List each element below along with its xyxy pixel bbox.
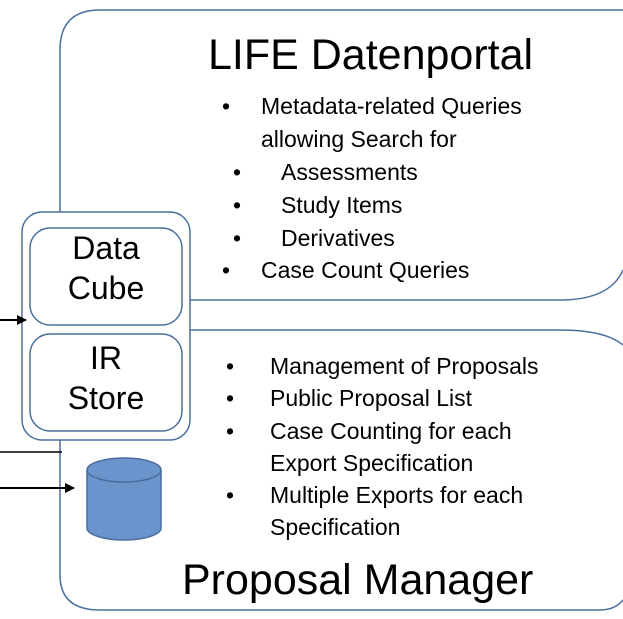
top-item-2: Assessments <box>281 159 418 185</box>
data-cube-label: Data Cube <box>31 232 181 304</box>
data-cube-label-line-1: Data <box>72 230 140 266</box>
top-item-1-line-1: Metadata-related Queries <box>261 93 522 119</box>
bullet: • <box>233 159 242 185</box>
bullet: • <box>222 93 231 119</box>
ir-store-box <box>29 333 183 432</box>
bottom-panel-title: Proposal Manager <box>182 556 534 604</box>
bullet: • <box>226 418 235 444</box>
database-icon <box>86 457 162 541</box>
bottom-item-2: Public Proposal List <box>270 385 472 411</box>
data-cube-label-line-2: Cube <box>67 270 145 306</box>
bullet: • <box>222 257 231 283</box>
bottom-item-3-line-1: Case Counting for each <box>270 418 512 444</box>
top-item-1-line-2: allowing Search for <box>261 126 457 152</box>
bullet: • <box>226 482 235 508</box>
ir-store-label: IR Store <box>31 342 181 414</box>
bottom-item-1: Management of Proposals <box>270 353 539 379</box>
ir-store-label-line-1: IR <box>90 340 122 376</box>
bullet: • <box>226 353 235 379</box>
top-panel-title: LIFE Datenportal <box>208 31 534 79</box>
bottom-item-4-line-2: Specification <box>270 514 401 540</box>
bullet: • <box>226 385 235 411</box>
top-item-3: Study Items <box>281 192 403 218</box>
bullet: • <box>233 192 242 218</box>
data-cube-box <box>29 227 183 326</box>
bullet: • <box>233 225 242 251</box>
bottom-item-3-line-2: Export Specification <box>270 450 474 476</box>
top-item-4: Derivatives <box>281 225 395 251</box>
ir-store-label-line-2: Store <box>67 380 145 416</box>
bottom-item-4-line-1: Multiple Exports for each <box>270 482 524 508</box>
top-item-5: Case Count Queries <box>261 257 470 283</box>
